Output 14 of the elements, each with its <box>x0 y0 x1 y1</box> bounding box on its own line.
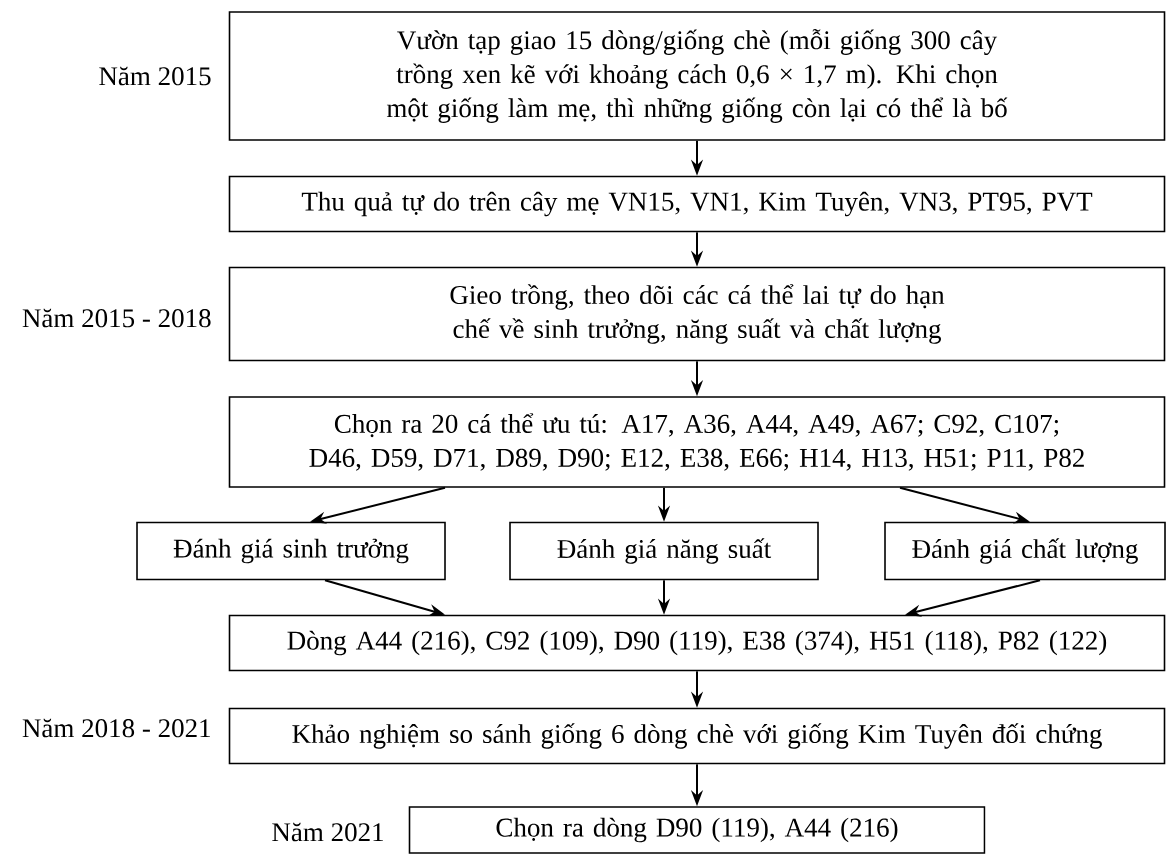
year-label: Năm 2015 <box>99 66 211 86</box>
year-label: Năm 2015 - 2018 <box>22 308 211 328</box>
process-box: Khảo nghiệm so sánh giống 6 dòng chè với giống Kim Tuyên đối chứng <box>228 707 1166 765</box>
year-label: Năm 2018 - 2021 <box>22 718 210 738</box>
process-box: Chọn ra 20 cá thể ưu tú: A17, A36, A44, A49, A67; C92, C107; D46, D59, D71, D89, D90; E12, E38, E66; H14, H13, H51; P11, P82 <box>228 396 1166 488</box>
process-box: Đánh giá sinh trưởng <box>136 521 446 581</box>
process-box: Chọn ra dòng D90 (119), A44 (216) <box>408 806 986 854</box>
year-label: Năm 2021 <box>272 822 383 842</box>
process-box: Thu quả tự do trên cây mẹ VN15, VN1, Kim Tuyên, VN3, PT95, PVT <box>228 175 1166 233</box>
process-box: Gieo trồng, theo dõi các cá thể lai tự do hạn chế về sinh trưởng, năng suất và chất lượng <box>228 266 1166 362</box>
process-box: Dòng A44 (216), C92 (109), D90 (119), E38 (374), H51 (118), P82 (122) <box>228 614 1166 672</box>
process-box: Vườn tạp giao 15 dòng/giống chè (mỗi giống 300 cây trồng xen kẽ với khoảng cách 0,6 × 1,7 m). Khi chọn một giống làm mẹ, thì những giống còn lại có thể là bố <box>228 11 1166 141</box>
process-box: Đánh giá chất lượng <box>884 521 1166 581</box>
process-box: Đánh giá năng suất <box>509 521 819 581</box>
